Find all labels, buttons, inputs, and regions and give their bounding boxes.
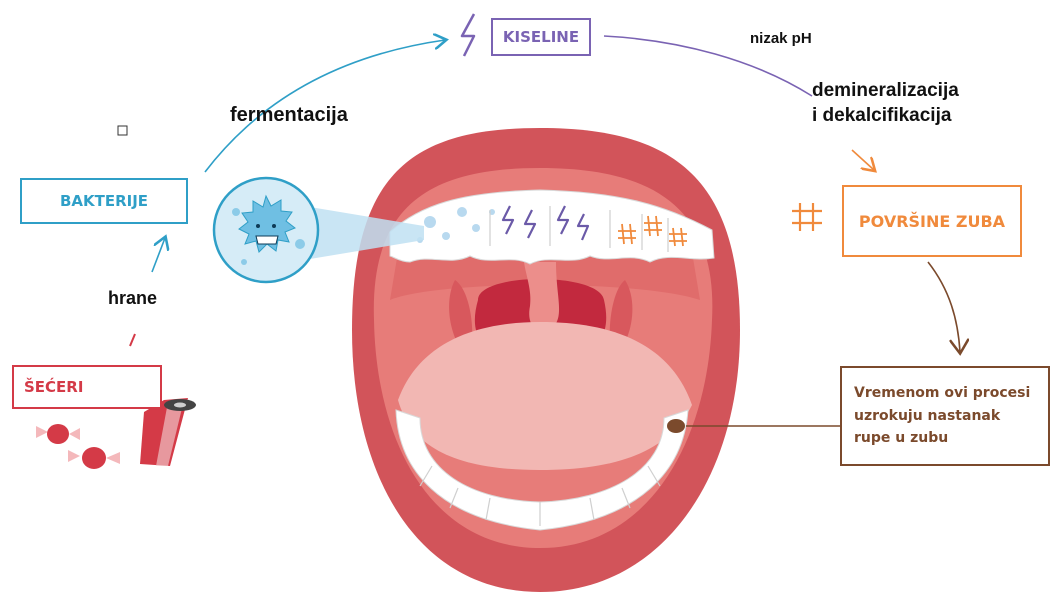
square-glyph	[118, 126, 127, 135]
bakterije-box: BAKTERIJE	[20, 178, 188, 224]
hrane-label: hrane	[108, 288, 157, 309]
kiseline-box: KISELINE	[491, 18, 591, 56]
seceri-label: ŠEĆERI	[24, 378, 83, 396]
cavity-spot	[667, 419, 685, 433]
demineralizacija-line-1: demineralizacija	[812, 78, 959, 103]
note-line-1: Vremenom ovi procesi	[854, 382, 1030, 404]
povrsine-label: POVRŠINE ZUBA	[859, 212, 1005, 231]
note-box: Vremenom ovi procesi uzrokuju nastanak r…	[840, 366, 1050, 466]
bakterije-label: BAKTERIJE	[60, 192, 148, 210]
note-line-3: rupe u zubu	[854, 427, 948, 449]
arrow-to-povrsine	[852, 150, 874, 170]
povrsine-box: POVRŠINE ZUBA	[842, 185, 1022, 257]
arrow-seceri-to-bakterije	[130, 334, 135, 346]
hash-icon	[792, 203, 822, 231]
nizak-ph-label: nizak pH	[750, 30, 812, 47]
kiseline-label: KISELINE	[503, 28, 579, 46]
arrow-to-note	[928, 262, 960, 352]
demineralizacija-label: demineralizacija i dekalcifikacija	[812, 78, 959, 128]
mouth-illustration	[352, 128, 740, 592]
fermentacija-label: fermentacija	[230, 104, 348, 127]
seceri-box: ŠEĆERI	[12, 365, 162, 409]
note-line-2: uzrokuju nastanak	[854, 405, 1000, 427]
arrow-hrane	[152, 238, 165, 272]
demineralizacija-line-2: i dekalcifikacija	[812, 103, 959, 128]
lightning-icon	[462, 14, 474, 56]
bacteria-icon	[214, 178, 318, 282]
